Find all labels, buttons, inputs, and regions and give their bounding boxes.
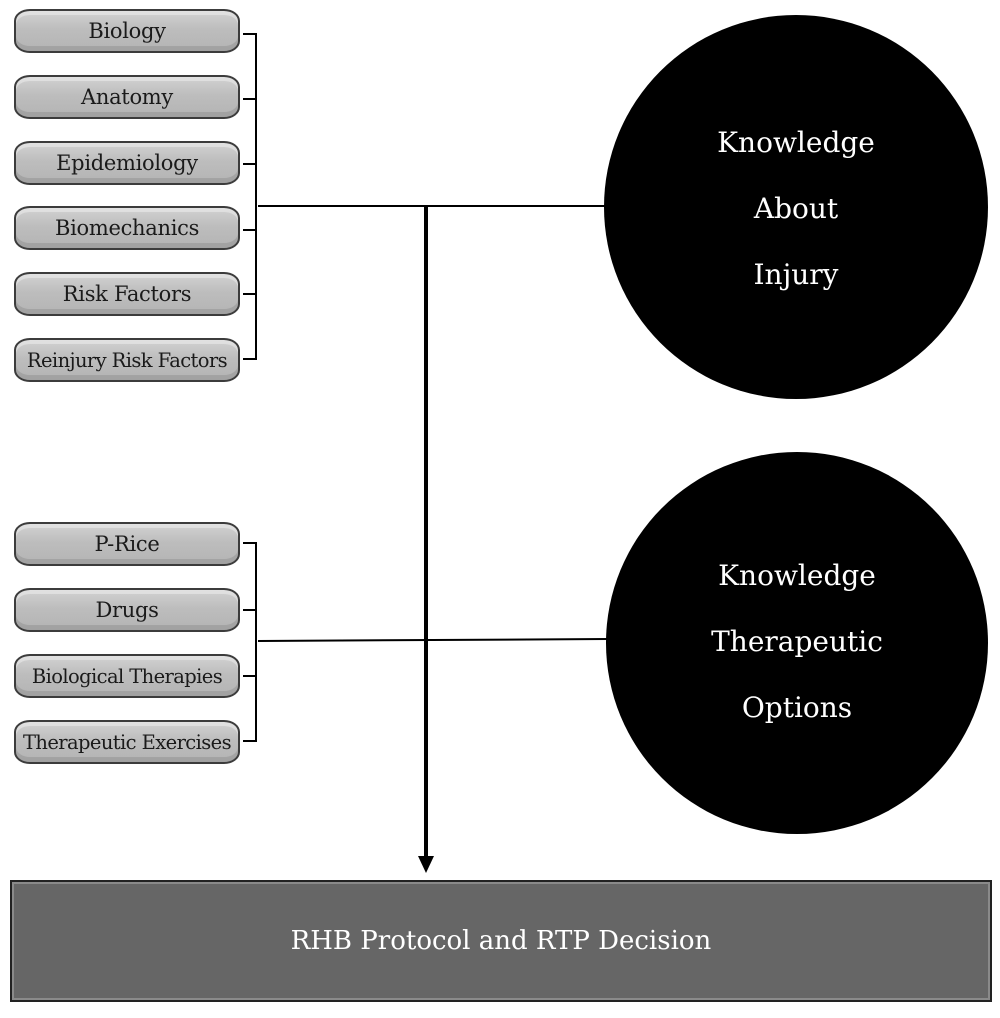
circle-knowledge-about-injury: Knowledge About Injury (604, 15, 988, 399)
circle-therapy-line-3: Options (741, 691, 853, 724)
circle-therapy-line-1: Knowledge (718, 559, 876, 592)
pill-therapeutic-exercises: Therapeutic Exercises (14, 720, 240, 764)
pill-anatomy: Anatomy (14, 75, 240, 119)
pill-biomechanics: Biomechanics (14, 206, 240, 250)
circle-therapy-line-2: Therapeutic (711, 625, 883, 658)
pill-reinjury-risk-factors: Reinjury Risk Factors (14, 338, 240, 382)
circle-injury-line-3: Injury (753, 258, 839, 291)
pill-p-rice: P-Rice (14, 522, 240, 566)
result-box: RHB Protocol and RTP Decision (10, 880, 992, 1002)
pill-epidemiology: Epidemiology (14, 141, 240, 185)
injury-bracket (243, 33, 257, 360)
therapy-bracket (243, 542, 257, 742)
main-arrow-head (418, 856, 434, 873)
pill-biological-therapies: Biological Therapies (14, 654, 240, 698)
pill-risk-factors: Risk Factors (14, 272, 240, 316)
result-label: RHB Protocol and RTP Decision (290, 926, 712, 956)
pill-biology: Biology (14, 9, 240, 53)
circle-injury-line-2: About (753, 192, 839, 225)
therapy-connector (257, 638, 609, 642)
pill-drugs: Drugs (14, 588, 240, 632)
circle-knowledge-therapeutic-options: Knowledge Therapeutic Options (606, 452, 988, 834)
circle-injury-line-1: Knowledge (717, 126, 875, 159)
